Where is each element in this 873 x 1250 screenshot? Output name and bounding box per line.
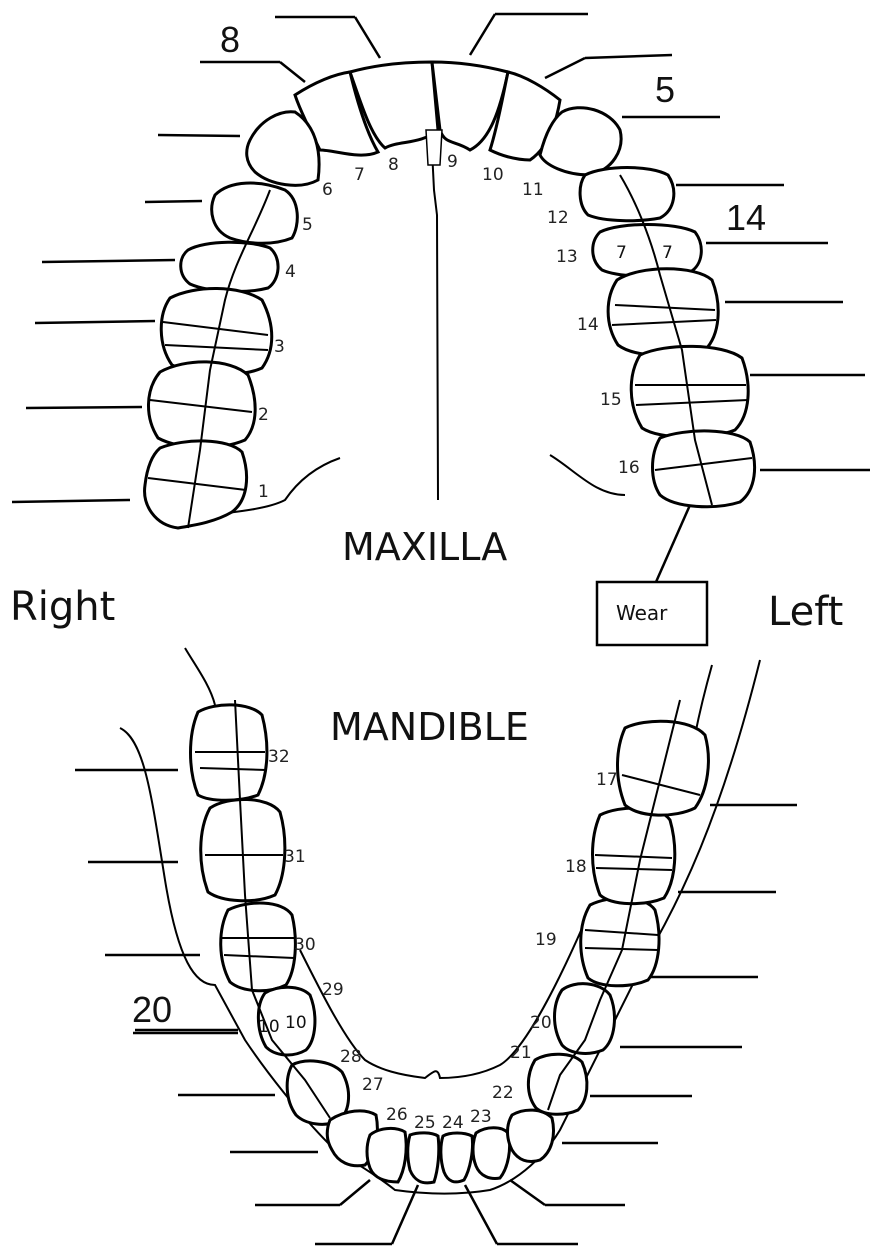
leader-24b (465, 1185, 497, 1244)
tooth-number-1: 1 (258, 482, 269, 502)
tooth-6[interactable] (247, 112, 319, 186)
tooth-14[interactable] (608, 269, 718, 356)
tooth-number-32: 32 (268, 747, 290, 767)
palate-midline (432, 150, 438, 500)
tooth-number-11: 11 (522, 180, 544, 200)
leader-10a (585, 55, 672, 58)
tooth-number-15: 15 (600, 390, 622, 410)
leader-2 (26, 407, 142, 408)
tooth-26[interactable] (367, 1128, 406, 1182)
tooth-24[interactable] (441, 1133, 473, 1182)
gum-outer-right (185, 648, 215, 705)
tooth-number-29: 29 (322, 980, 344, 1000)
tooth-30[interactable] (221, 903, 296, 991)
leader-6 (158, 135, 240, 136)
right-label: Right (10, 584, 115, 630)
tooth-15[interactable] (631, 346, 748, 437)
score-5: 5 (655, 69, 675, 110)
tooth-23[interactable] (473, 1128, 510, 1179)
tooth-number-7: 7 (354, 165, 365, 185)
maxilla-arch (12, 14, 870, 582)
score-20: 20 (132, 989, 172, 1030)
incisive-papilla (426, 130, 442, 165)
gum-line-left (550, 455, 625, 495)
leader-1 (12, 500, 130, 502)
tooth-number-9: 9 (447, 152, 458, 172)
left-label: Left (768, 589, 843, 635)
tooth-number-18: 18 (565, 857, 587, 877)
leader-3 (35, 321, 155, 323)
leader-23b (510, 1180, 545, 1205)
tooth-number-28: 28 (340, 1047, 362, 1067)
tooth-number-12: 12 (547, 208, 569, 228)
tooth-13-score-a: 7 (616, 243, 627, 263)
tooth-number-13: 13 (556, 247, 578, 267)
tooth-13-score-b: 7 (662, 243, 673, 263)
tooth-number-27: 27 (362, 1075, 384, 1095)
tooth-number-2: 2 (258, 405, 269, 425)
tooth-5[interactable] (212, 183, 298, 243)
tooth-12[interactable] (580, 168, 674, 221)
tooth-number-16: 16 (618, 458, 640, 478)
tooth-28-score-b: 10 (285, 1013, 307, 1033)
mandible-label: MANDIBLE (330, 705, 529, 749)
tooth-number-26: 26 (386, 1105, 408, 1125)
tooth-number-17: 17 (596, 770, 618, 790)
leader-5 (145, 201, 202, 202)
tooth-number-23: 23 (470, 1107, 492, 1127)
tooth-19[interactable] (581, 898, 659, 986)
tooth-number-25: 25 (414, 1113, 436, 1133)
tooth-number-22: 22 (492, 1083, 514, 1103)
leader-4 (42, 260, 175, 262)
leader-8b (355, 17, 380, 58)
tooth-22[interactable] (508, 1110, 554, 1161)
tooth-number-20: 20 (530, 1013, 552, 1033)
leader-26b (340, 1180, 370, 1205)
score-14: 14 (726, 197, 766, 238)
tooth-number-14: 14 (577, 315, 599, 335)
tooth-number-24: 24 (442, 1113, 464, 1133)
tooth-number-31: 31 (284, 847, 306, 867)
leader-7b (280, 62, 305, 82)
tooth-25[interactable] (408, 1133, 439, 1183)
leader-10b (545, 58, 585, 78)
leader-wear (656, 505, 690, 582)
tooth-number-10: 10 (482, 165, 504, 185)
tooth-number-8: 8 (388, 155, 399, 175)
tooth-number-3: 3 (274, 337, 285, 357)
tooth-number-19: 19 (535, 930, 557, 950)
tooth-number-30: 30 (294, 935, 316, 955)
tooth-number-5: 5 (302, 215, 313, 235)
leader-25b (392, 1185, 418, 1244)
gum-outer-left (695, 665, 712, 735)
leader-9b (470, 14, 495, 55)
tooth-number-4: 4 (285, 262, 296, 282)
tooth-20[interactable] (555, 984, 615, 1054)
score-8: 8 (220, 19, 240, 60)
maxilla-label: MAXILLA (342, 525, 507, 569)
wear-box[interactable]: Wear (597, 582, 707, 645)
tooth-number-21: 21 (510, 1043, 532, 1063)
tooth-28-score-a: 10 (258, 1017, 280, 1037)
tooth-number-6: 6 (322, 180, 333, 200)
wear-box-label: Wear (616, 601, 668, 625)
